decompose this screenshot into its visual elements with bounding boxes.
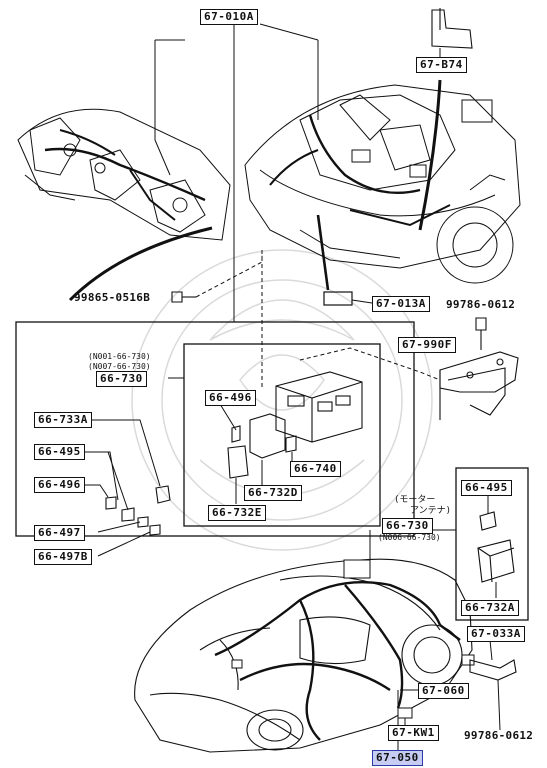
leaders-67-010a xyxy=(154,23,441,322)
note-n007: (N007-66-730) xyxy=(88,362,151,371)
label-66-496-inner: 66-496 xyxy=(205,390,256,406)
label-67-b74: 67-B74 xyxy=(416,57,467,73)
label-66-495-right: 66-495 xyxy=(461,480,512,496)
control-module-illustration xyxy=(227,371,363,479)
bracket-67-033a-shape xyxy=(469,659,517,681)
dash-cable xyxy=(68,226,213,302)
label-66-733a: 66-733A xyxy=(34,412,92,428)
note-n001: (N001-66-730) xyxy=(88,352,151,361)
leader-67-013a xyxy=(351,299,373,304)
label-99786-0612-lower: 99786-0612 xyxy=(464,729,534,742)
bolt-99865-shape xyxy=(171,291,196,303)
label-66-732e: 66-732E xyxy=(208,505,266,521)
label-67-990f: 67-990F xyxy=(398,337,456,353)
group-box-66-732a xyxy=(455,467,529,621)
engine-cable xyxy=(316,214,330,291)
label-67-033a: 67-033A xyxy=(467,626,525,642)
bracket-67-990f-illustration xyxy=(439,317,519,420)
dashboard-illustration xyxy=(17,42,231,241)
label-66-732a: 66-732A xyxy=(461,600,519,616)
label-66-740: 66-740 xyxy=(290,461,341,477)
label-67-010a: 67-010A xyxy=(200,9,258,25)
label-66-495-left: 66-495 xyxy=(34,444,85,460)
car-harness-illustration xyxy=(214,580,461,741)
label-99865-0516b: 99865-0516B xyxy=(74,291,151,304)
label-67-kw1: 67-KW1 xyxy=(388,725,439,741)
leaders-inner-box xyxy=(219,403,293,504)
label-66-730-main: 66-730 xyxy=(96,371,147,387)
label-66-732d: 66-732D xyxy=(244,485,302,501)
note-n006: (N006-66-730) xyxy=(378,533,441,542)
car-body-illustration xyxy=(134,558,473,753)
engine-bay-illustration xyxy=(244,84,521,284)
label-67-060: 67-060 xyxy=(418,683,469,699)
dashed-leader-bracket xyxy=(299,347,441,381)
antenna-module-illustration xyxy=(477,511,515,583)
label-66-497b: 66-497B xyxy=(34,549,92,565)
group-box-66-730 xyxy=(15,321,415,537)
part-67-013a-shape xyxy=(323,291,353,306)
label-66-496-left: 66-496 xyxy=(34,477,85,493)
relay-67-b74-illustration xyxy=(431,8,473,49)
label-67-013a: 67-013A xyxy=(372,296,430,312)
label-66-497: 66-497 xyxy=(34,525,85,541)
leaders-small-parts xyxy=(82,419,161,557)
watermark xyxy=(131,249,433,551)
note-motor: (モーター xyxy=(394,495,436,505)
note-antenna: アンテナ) xyxy=(410,506,452,516)
inner-box-module xyxy=(183,343,381,527)
label-99786-0612-upper: 99786-0612 xyxy=(446,298,516,311)
car-connectors xyxy=(231,559,475,719)
b74-cable xyxy=(418,79,442,231)
label-66-730-antenna: 66-730 xyxy=(382,518,433,534)
dashed-leader-bolt xyxy=(195,250,263,298)
label-67-050[interactable]: 67-050 xyxy=(372,750,423,766)
